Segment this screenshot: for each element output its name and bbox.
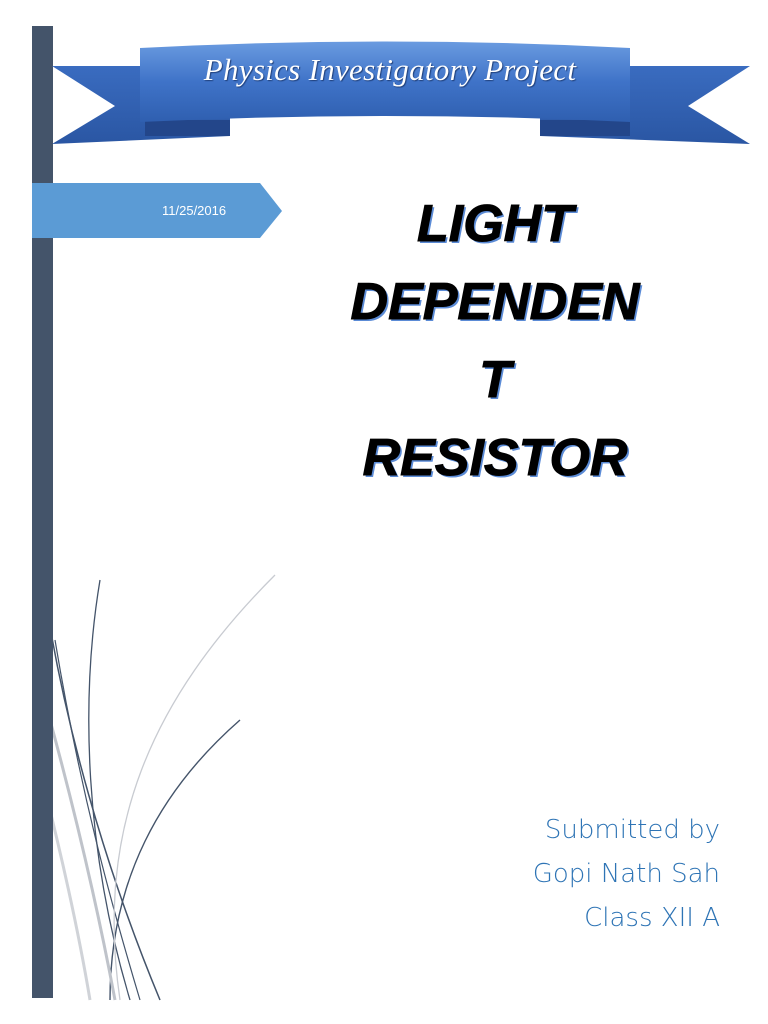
left-sidebar-bar: [32, 26, 53, 998]
submitted-by-label: Submitted by: [544, 815, 720, 845]
title-line: DEPENDEN: [350, 273, 640, 332]
author-class: Class XII A: [584, 903, 720, 933]
title-line: RESISTOR: [362, 429, 628, 488]
project-title: Physics Investigatory Project: [203, 52, 577, 87]
submission-info: Submitted by Gopi Nath Sah Class XII A: [533, 808, 720, 940]
date-label: 11/25/2016: [162, 203, 227, 218]
title-line: T: [479, 351, 512, 410]
author-name: Gopi Nath Sah: [532, 859, 720, 889]
document-title: LIGHT DEPENDEN T RESISTOR: [310, 185, 680, 497]
date-tab-shape: [32, 183, 282, 238]
title-ribbon-banner: Physics Investigatory Project: [0, 0, 768, 160]
title-line: LIGHT: [417, 195, 574, 254]
ribbon-shape: [52, 41, 750, 144]
